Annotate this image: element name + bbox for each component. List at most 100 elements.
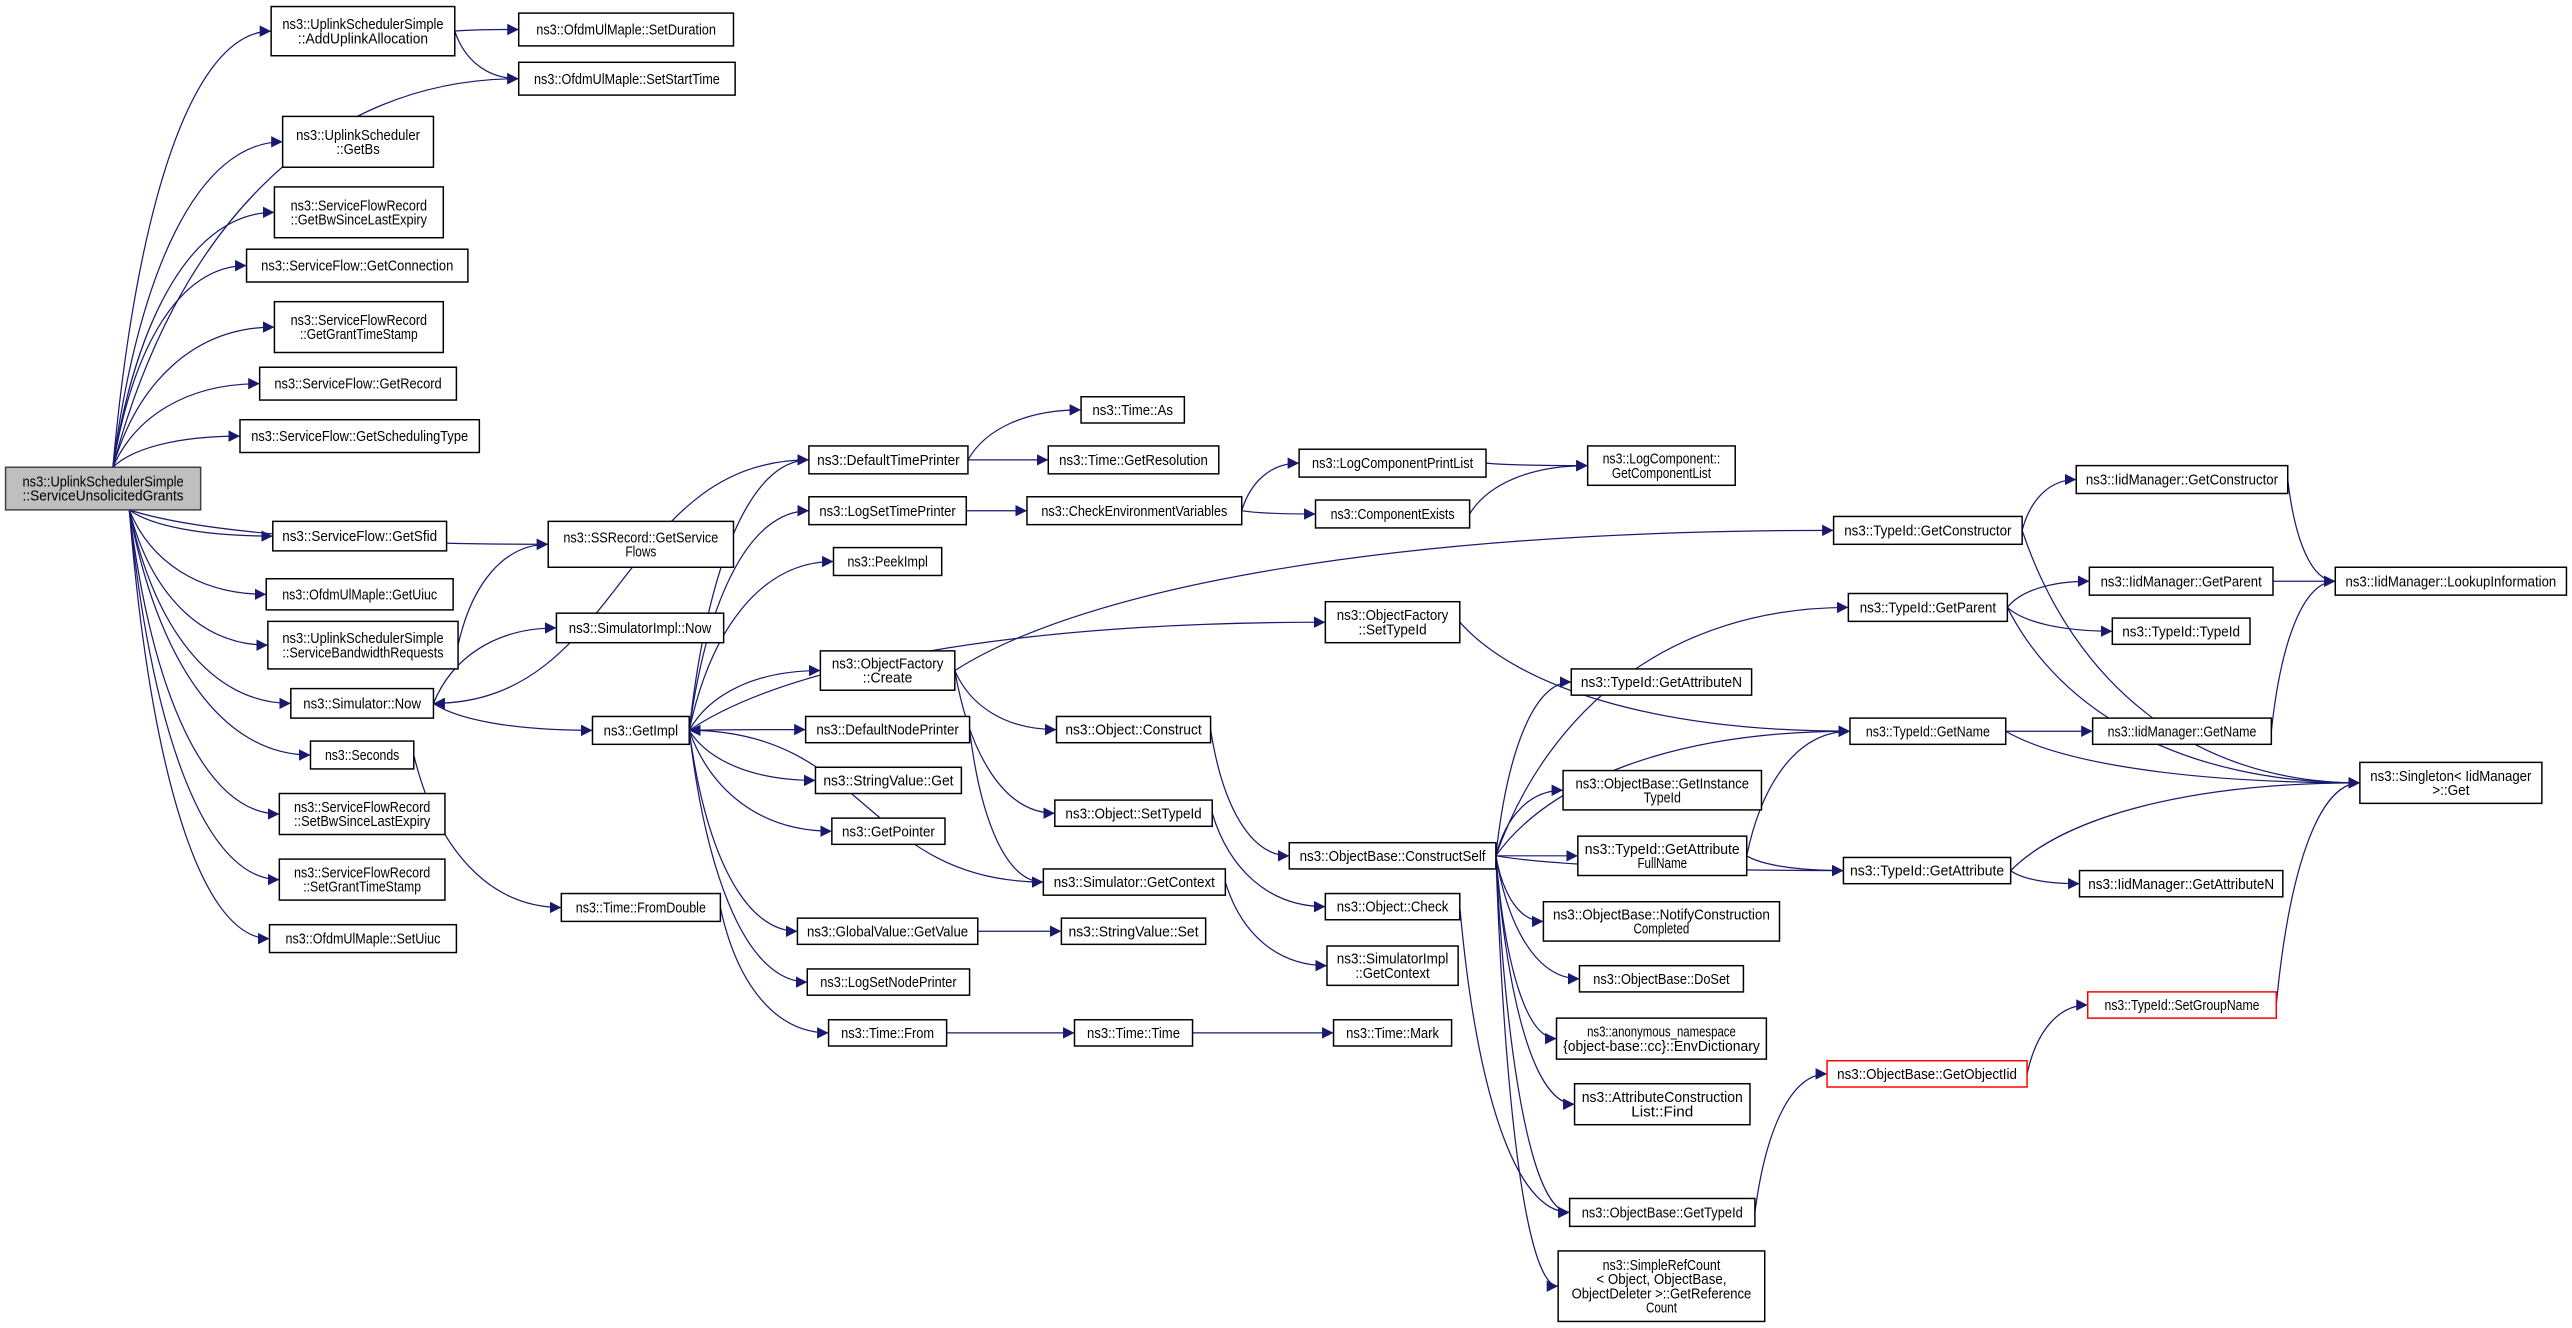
node-get-record[interactable]: ns3::ServiceFlow::GetRecord	[258, 366, 458, 401]
node-iid-lookup[interactable]: ns3::IidManager::LookupInformation	[2334, 566, 2568, 596]
node-iid-get-constructor[interactable]: ns3::IidManager::GetConstructor	[2075, 464, 2289, 495]
node-str-val-get[interactable]: ns3::StringValue::Get	[814, 766, 963, 795]
node-box	[1542, 900, 1781, 942]
node-set-group-name[interactable]: ns3::TypeId::SetGroupName	[2086, 991, 2277, 1019]
node-box	[278, 792, 446, 836]
node-get-uiuc[interactable]: ns3::OfdmUlMaple::GetUiuc	[265, 578, 454, 611]
node-label: ns3::TypeId::GetAttributeN	[1581, 675, 1742, 691]
node-label: ::SetGrantTimeStamp	[303, 880, 421, 896]
node-env-dictionary[interactable]: ns3::anonymous_namespace{object-base::cc…	[1555, 1017, 1768, 1060]
edge-get-impl-to-def-time-printer	[688, 454, 809, 731]
node-log-comp-print-list[interactable]: ns3::LogComponentPrintList	[1298, 448, 1487, 478]
node-sim-get-context[interactable]: ns3::Simulator::GetContext	[1042, 868, 1227, 896]
node-get-resolution[interactable]: ns3::Time::GetResolution	[1047, 445, 1220, 475]
node-from-double[interactable]: ns3::Time::FromDouble	[560, 892, 722, 923]
node-tid-type-id[interactable]: ns3::TypeId::TypeId	[2111, 617, 2251, 646]
node-set-bw-since[interactable]: ns3::ServiceFlowRecord::SetBwSinceLastEx…	[278, 792, 446, 836]
node-label: ns3::OfdmUlMaple::SetStartTime	[534, 72, 720, 88]
node-get-bw-since[interactable]: ns3::ServiceFlowRecord::GetBwSinceLastEx…	[273, 186, 445, 239]
node-sim-impl-get-context[interactable]: ns3::SimulatorImpl::GetContext	[1326, 945, 1459, 987]
node-label: ns3::ServiceFlowRecord	[291, 313, 427, 329]
node-label: ns3::ObjectBase::NotifyConstruction	[1553, 907, 1770, 923]
node-singleton-get[interactable]: ns3::Singleton< IidManager>::Get	[2359, 761, 2543, 805]
node-time-as[interactable]: ns3::Time::As	[1080, 396, 1186, 424]
node-of-create[interactable]: ns3::ObjectFactory::Create	[819, 650, 956, 691]
node-of-set-type-id[interactable]: ns3::ObjectFactory::SetTypeId	[1324, 600, 1461, 644]
node-get-connection[interactable]: ns3::ServiceFlow::GetConnection	[245, 248, 469, 283]
node-label: Completed	[1634, 922, 1690, 938]
node-tid-get-parent[interactable]: ns3::TypeId::GetParent	[1847, 592, 2009, 623]
node-sim-now[interactable]: ns3::Simulator::Now	[290, 687, 435, 719]
node-ob-get-type-id[interactable]: ns3::ObjectBase::GetTypeId	[1568, 1197, 1756, 1228]
edge-root-to-seconds	[128, 509, 311, 761]
node-box	[273, 186, 445, 239]
node-get-bs[interactable]: ns3::UplinkScheduler::GetBs	[281, 115, 435, 168]
edge-get-attr-full-name-to-tid-get-attribute	[1746, 855, 1844, 877]
node-service-bw-req[interactable]: ns3::UplinkSchedulerSimple::ServiceBandw…	[267, 620, 459, 670]
node-box	[814, 766, 963, 795]
node-obj-check[interactable]: ns3::Object::Check	[1324, 892, 1461, 921]
node-notify-construction[interactable]: ns3::ObjectBase::NotifyConstructionCompl…	[1542, 900, 1781, 942]
node-get-sched-type[interactable]: ns3::ServiceFlow::GetSchedulingType	[239, 418, 481, 454]
edge-construct-self-to-get-instance-type-id	[1495, 784, 1564, 856]
edge-tid-get-attribute-to-iid-get-attribute-n	[2010, 870, 2080, 890]
node-set-duration[interactable]: ns3::OfdmUlMaple::SetDuration	[517, 12, 735, 47]
node-box	[1847, 592, 2009, 623]
node-iid-get-attribute-n[interactable]: ns3::IidManager::GetAttributeN	[2078, 869, 2284, 898]
node-time-mark[interactable]: ns3::Time::Mark	[1332, 1019, 1453, 1047]
node-get-pointer[interactable]: ns3::GetPointer	[831, 817, 946, 846]
node-box	[1557, 1250, 1766, 1323]
node-set-uiuc[interactable]: ns3::OfdmUlMaple::SetUiuc	[268, 923, 458, 954]
node-get-grant-ts[interactable]: ns3::ServiceFlowRecord::GetGrantTimeStam…	[273, 300, 445, 354]
node-set-start-time[interactable]: ns3::OfdmUlMaple::SetStartTime	[517, 61, 736, 96]
node-tid-get-attribute-n[interactable]: ns3::TypeId::GetAttributeN	[1570, 668, 1753, 696]
edge-root-to-set-grant-ts	[128, 509, 280, 886]
edge-seconds-to-from-double	[413, 754, 562, 914]
node-tid-get-attribute[interactable]: ns3::TypeId::GetAttribute	[1842, 856, 2012, 885]
node-sim-impl-now[interactable]: ns3::SimulatorImpl::Now	[555, 612, 725, 644]
node-set-grant-ts[interactable]: ns3::ServiceFlowRecord::SetGrantTimeStam…	[278, 858, 446, 901]
node-peek-impl[interactable]: ns3::PeekImpl	[832, 546, 943, 577]
node-box	[804, 715, 971, 744]
node-str-val-set[interactable]: ns3::StringValue::Set	[1060, 917, 1207, 946]
edge-construct-self-to-simple-ref-count	[1495, 855, 1559, 1292]
node-box	[267, 620, 459, 670]
node-check-env[interactable]: ns3::CheckEnvironmentVariables	[1026, 496, 1243, 526]
node-label: ns3::UplinkSchedulerSimple	[282, 17, 443, 33]
node-def-time-printer[interactable]: ns3::DefaultTimePrinter	[808, 445, 969, 475]
node-root[interactable]: ns3::UplinkSchedulerSimple::ServiceUnsol…	[4, 466, 202, 511]
node-global-get-value[interactable]: ns3::GlobalValue::GetValue	[796, 917, 979, 946]
node-box	[806, 968, 971, 996]
node-component-exists[interactable]: ns3::ComponentExists	[1314, 499, 1471, 529]
node-label: ns3::StringValue::Set	[1068, 924, 1198, 940]
node-simple-ref-count[interactable]: ns3::SimpleRefCount< Object, ObjectBase,…	[1557, 1250, 1766, 1323]
node-construct-self[interactable]: ns3::ObjectBase::ConstructSelf	[1288, 841, 1497, 870]
node-get-component-list[interactable]: ns3::LogComponent::GetComponentList	[1586, 445, 1736, 487]
node-tid-get-name[interactable]: ns3::TypeId::GetName	[1849, 717, 2007, 746]
node-obj-construct[interactable]: ns3::Object::Construct	[1055, 715, 1212, 744]
node-add-uplink[interactable]: ns3::UplinkSchedulerSimple::AddUplinkAll…	[270, 5, 456, 57]
edge-root-to-get-record	[112, 377, 260, 468]
node-box	[1324, 892, 1461, 921]
node-obj-set-type-id[interactable]: ns3::Object::SetTypeId	[1054, 799, 1213, 828]
node-seconds[interactable]: ns3::Seconds	[309, 740, 415, 770]
node-get-object-iid[interactable]: ns3::ObjectBase::GetObjectIid	[1826, 1060, 2028, 1088]
node-def-node-printer[interactable]: ns3::DefaultNodePrinter	[804, 715, 971, 744]
node-iid-get-parent[interactable]: ns3::IidManager::GetParent	[2088, 566, 2274, 596]
node-do-set[interactable]: ns3::ObjectBase::DoSet	[1578, 964, 1745, 993]
node-tid-get-constructor[interactable]: ns3::TypeId::GetConstructor	[1832, 515, 2023, 546]
node-label: ns3::Singleton< IidManager	[2370, 769, 2531, 785]
node-get-impl[interactable]: ns3::GetImpl	[591, 715, 690, 746]
node-iid-get-name[interactable]: ns3::IidManager::GetName	[2091, 717, 2273, 746]
node-box	[1054, 799, 1213, 828]
node-log-set-node-printer[interactable]: ns3::LogSetNodePrinter	[806, 968, 971, 996]
node-time-time[interactable]: ns3::Time::Time	[1073, 1019, 1194, 1047]
node-log-set-time-printer[interactable]: ns3::LogSetTimePrinter	[808, 496, 968, 526]
node-box	[1047, 445, 1220, 475]
node-get-sfid[interactable]: ns3::ServiceFlow::GetSfid	[272, 520, 448, 552]
node-time-from[interactable]: ns3::Time::From	[827, 1019, 948, 1047]
